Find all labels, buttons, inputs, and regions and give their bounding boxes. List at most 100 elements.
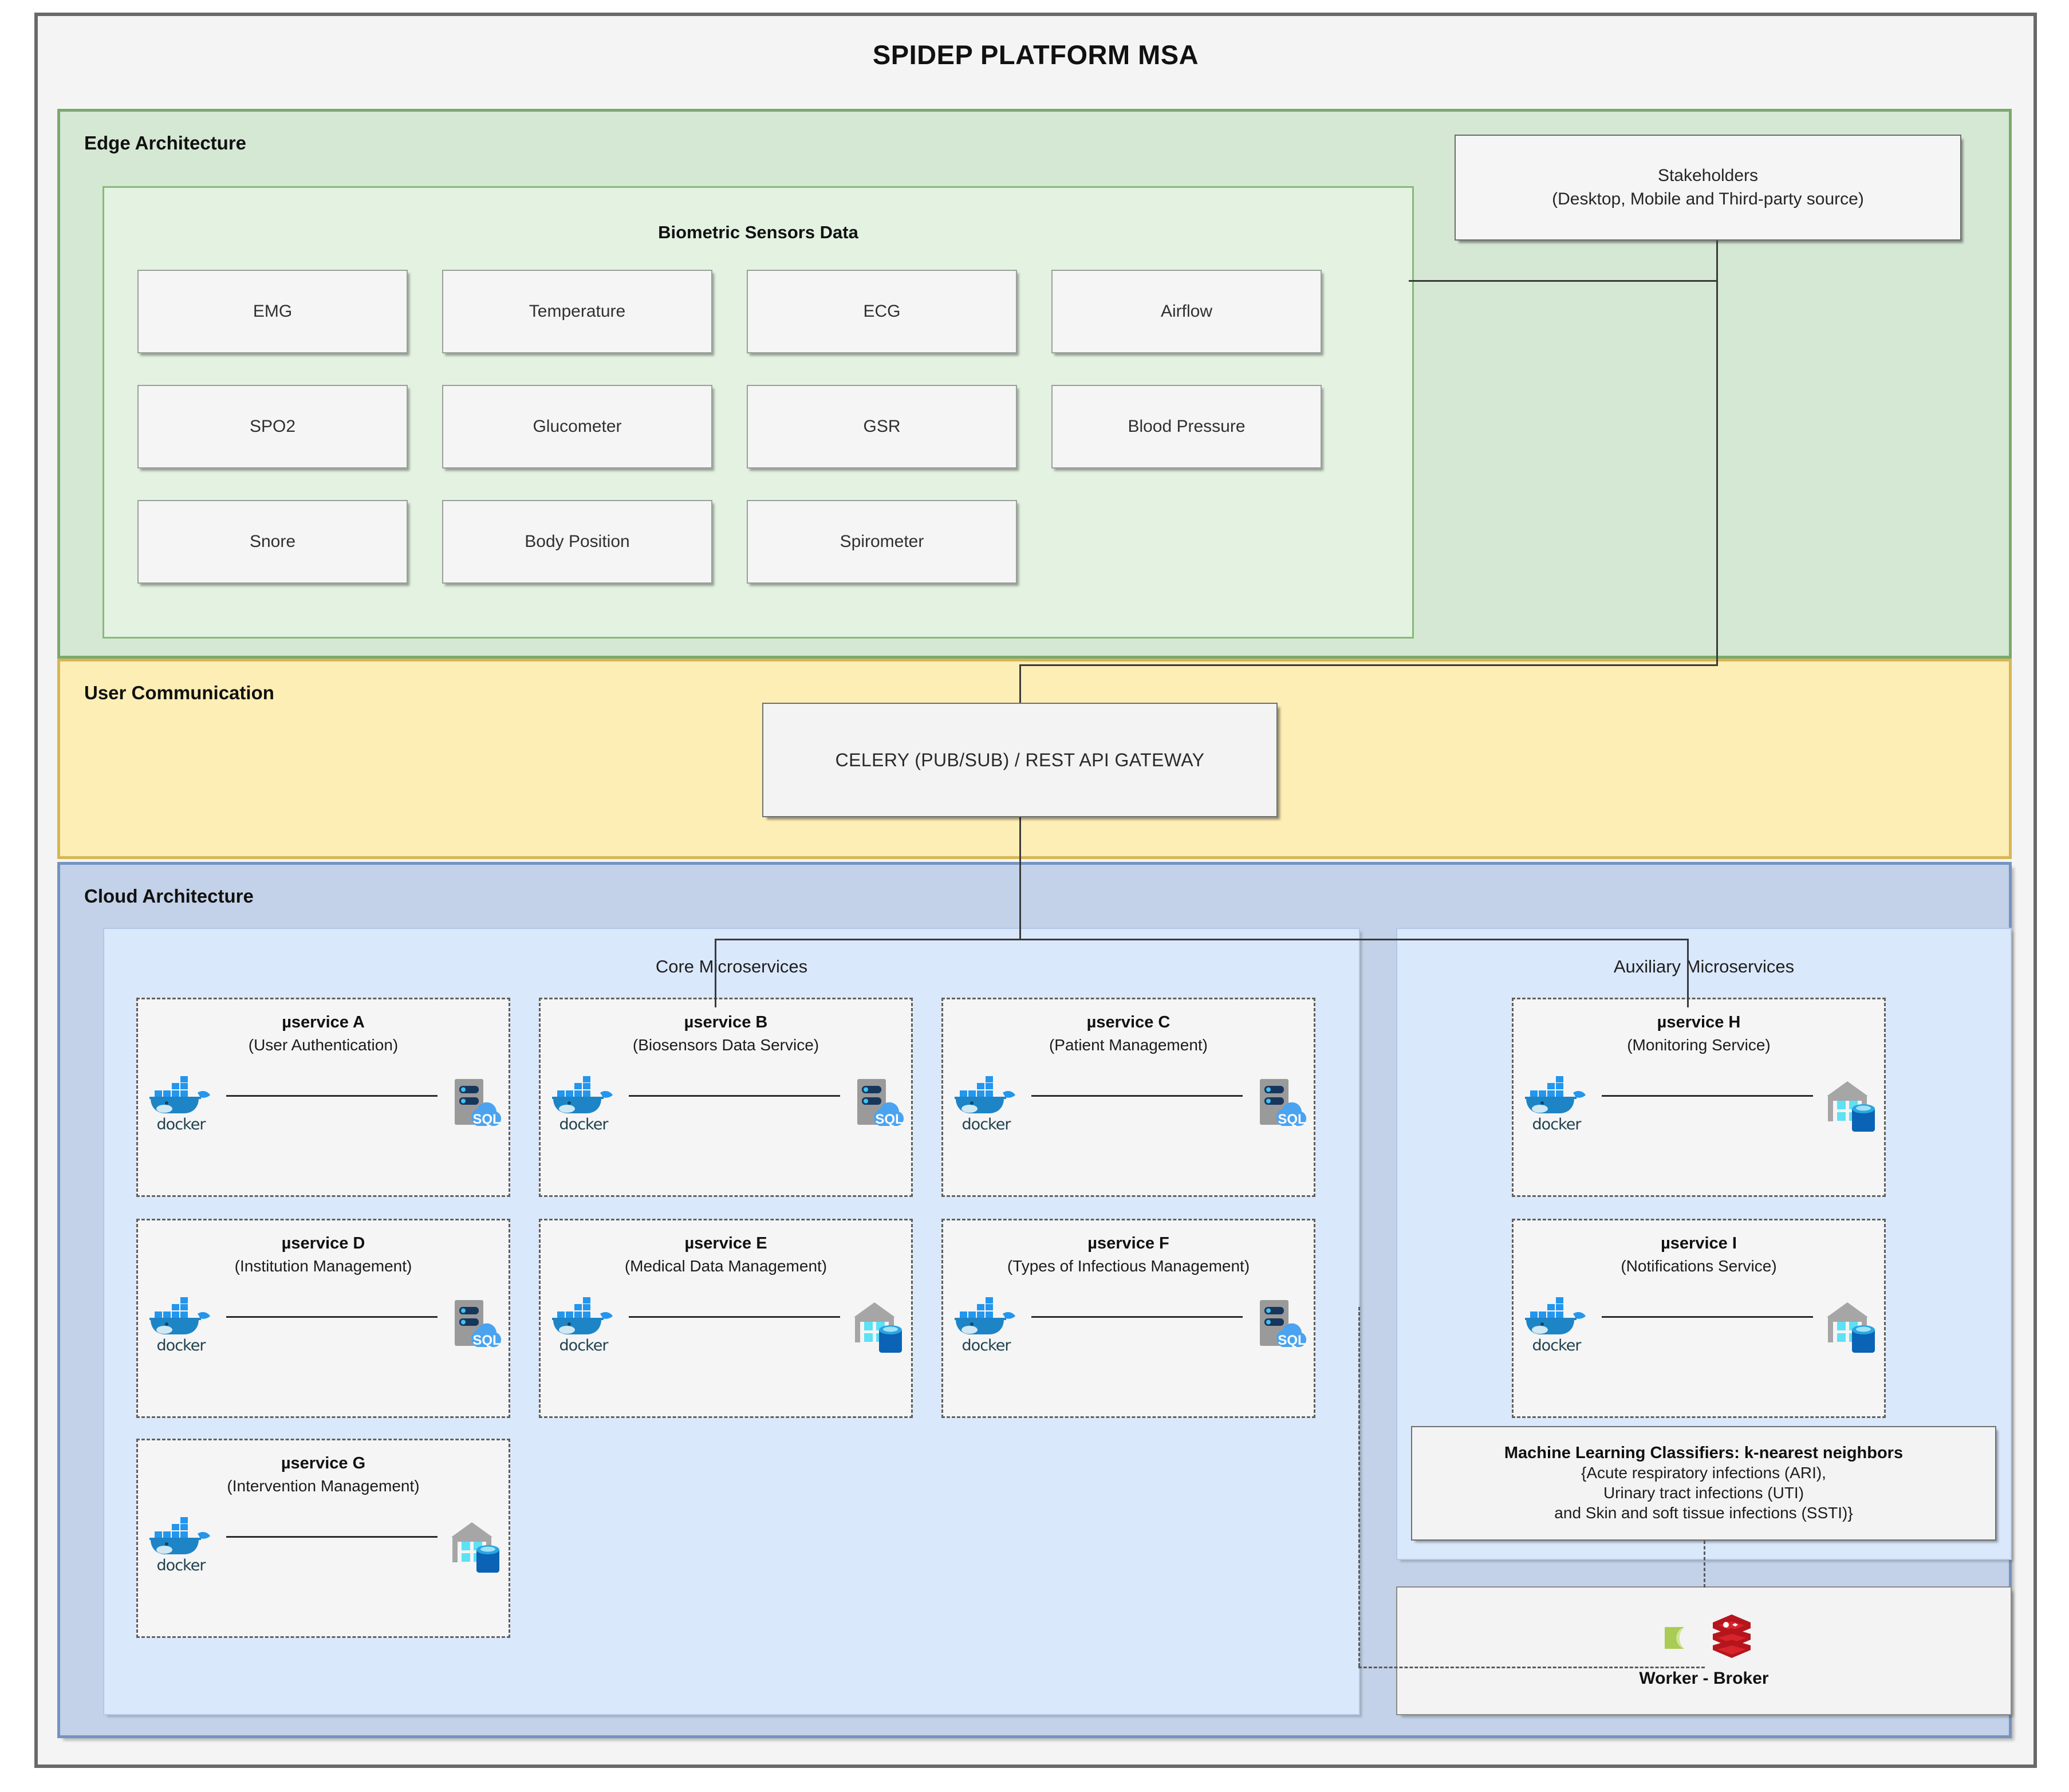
svg-text:SQL: SQL [472, 1333, 500, 1348]
microservice-subtitle: (Monitoring Service) [1627, 1036, 1771, 1054]
sensor-box[interactable]: Snore [137, 500, 408, 584]
microservice-card-b[interactable]: µservice B (Biosensors Data Service) [539, 998, 913, 1197]
microservice-name: µservice E [684, 1234, 767, 1253]
microservice-icons: docker [541, 1288, 911, 1362]
sensor-box[interactable]: Spirometer [747, 500, 1017, 584]
celery-logo-icon [1657, 1616, 1701, 1663]
microservice-icons: docker [1514, 1288, 1884, 1362]
ml-classifiers-title: Machine Learning Classifiers: k-nearest … [1504, 1444, 1904, 1462]
data-warehouse-icon [1815, 1298, 1884, 1353]
sensor-box[interactable]: Glucometer [442, 385, 712, 468]
sql-database-server-icon: SQL [440, 1077, 509, 1132]
ml-classifiers-line-2: Urinary tract infections (UTI) [1603, 1484, 1804, 1502]
svg-text:SQL: SQL [1278, 1333, 1306, 1348]
sql-database-server-icon: SQL [842, 1077, 911, 1132]
ml-classifiers-node[interactable]: Machine Learning Classifiers: k-nearest … [1411, 1426, 1996, 1541]
connection-line [226, 1535, 438, 1538]
microservice-subtitle: (User Authentication) [248, 1036, 399, 1054]
sql-database-server-icon: SQL [440, 1298, 509, 1353]
microservice-icons: docker [1514, 1067, 1884, 1141]
microservice-card-e[interactable]: µservice E (Medical Data Management) [539, 1219, 913, 1418]
gateway-inlet-connector [1019, 664, 1021, 704]
microservice-icons: docker SQL [138, 1067, 509, 1141]
docker-whale-icon: docker [1514, 1297, 1599, 1354]
docker-whale-icon: docker [943, 1297, 1029, 1354]
edge-to-stakeholders-connector-h [1409, 280, 1718, 282]
microservice-card-h[interactable]: µservice H (Monitoring Service) [1512, 998, 1886, 1197]
connection-line [226, 1316, 438, 1318]
microservice-name: µservice I [1661, 1234, 1737, 1253]
core-microservices-title: Core Microservices [655, 956, 808, 976]
microservice-subtitle: (Patient Management) [1049, 1036, 1208, 1054]
docker-label: docker [156, 1115, 206, 1133]
docker-whale-icon: docker [943, 1076, 1029, 1133]
stakeholders-subtitle: (Desktop, Mobile and Third-party source) [1552, 189, 1864, 208]
docker-label: docker [1532, 1336, 1582, 1354]
microservice-name: µservice G [281, 1454, 366, 1472]
microservice-name: µservice F [1087, 1234, 1169, 1253]
gateway-to-cloud-connector-v [1019, 817, 1021, 940]
sensor-box[interactable]: Temperature [442, 270, 712, 353]
connection-line [1031, 1316, 1243, 1318]
stakeholders-title: Stakeholders [1657, 166, 1759, 185]
microservice-subtitle: (Medical Data Management) [624, 1257, 827, 1275]
auxiliary-microservices-title: Auxiliary Microservices [1613, 956, 1795, 976]
microservice-card-a[interactable]: µservice A (User Authentication) [136, 998, 510, 1197]
worker-broker-node[interactable]: Worker - Broker [1396, 1586, 2012, 1715]
sql-database-server-icon: SQL [1245, 1298, 1314, 1353]
docker-label: docker [961, 1115, 1011, 1133]
edge-architecture-band: Edge Architecture Biometric Sensors Data… [57, 109, 2012, 659]
microservice-name: µservice A [282, 1013, 365, 1031]
connection-line [226, 1094, 438, 1097]
microservice-name: µservice H [1657, 1013, 1741, 1031]
sensor-box[interactable]: GSR [747, 385, 1017, 468]
core-branch-connector [715, 939, 716, 1007]
stakeholders-to-gateway-connector-v [1716, 241, 1718, 665]
redis-logo-icon [1712, 1613, 1752, 1665]
microservice-subtitle: (Intervention Management) [227, 1477, 420, 1495]
data-warehouse-icon [440, 1518, 509, 1573]
docker-label: docker [961, 1336, 1011, 1354]
microservice-card-g[interactable]: µservice G (Intervention Management) [136, 1439, 510, 1638]
microservice-subtitle: (Types of Infectious Management) [1007, 1257, 1250, 1275]
sensor-box[interactable]: Blood Pressure [1051, 385, 1322, 468]
stakeholders-node[interactable]: Stakeholders (Desktop, Mobile and Third-… [1455, 135, 1961, 241]
docker-label: docker [1532, 1115, 1582, 1133]
cloud-architecture-label: Cloud Architecture [84, 885, 254, 907]
worker-broker-icons [1657, 1613, 1752, 1665]
core-to-worker-dotted-connector-v [1358, 1307, 1360, 1667]
microservice-card-c[interactable]: µservice C (Patient Management) [941, 998, 1315, 1197]
worker-broker-label: Worker - Broker [1639, 1669, 1769, 1688]
edge-architecture-label: Edge Architecture [84, 132, 247, 153]
microservice-card-i[interactable]: µservice I (Notifications Service) [1512, 1219, 1886, 1418]
data-warehouse-icon [1815, 1077, 1884, 1132]
connection-line [1602, 1094, 1813, 1097]
core-to-worker-dotted-connector-h [1358, 1667, 1705, 1668]
microservice-card-f[interactable]: µservice F (Types of Infectious Manageme… [941, 1219, 1315, 1418]
microservice-icons: docker [138, 1508, 509, 1582]
docker-whale-icon: docker [541, 1297, 626, 1354]
docker-label: docker [559, 1115, 609, 1133]
microservice-name: µservice C [1086, 1013, 1171, 1031]
stakeholders-to-gateway-connector-h [1019, 664, 1718, 666]
sensor-box[interactable]: ECG [747, 270, 1017, 353]
connection-line [629, 1316, 840, 1318]
microservice-icons: docker SQL [138, 1288, 509, 1362]
sensor-box[interactable]: SPO2 [137, 385, 408, 468]
sensor-box[interactable]: Airflow [1051, 270, 1322, 353]
sensor-box[interactable]: EMG [137, 270, 408, 353]
user-communication-label: User Communication [84, 682, 274, 703]
microservice-name: µservice D [281, 1234, 365, 1253]
biometric-sensors-panel: Biometric Sensors Data EMG Temperature E… [103, 186, 1414, 639]
docker-label: docker [156, 1336, 206, 1354]
microservice-card-d[interactable]: µservice D (Institution Management) [136, 1219, 510, 1418]
microservice-subtitle: (Institution Management) [234, 1257, 412, 1275]
sensor-box[interactable]: Body Position [442, 500, 712, 584]
aux-branch-connector [1687, 939, 1689, 1007]
api-gateway-node[interactable]: CELERY (PUB/SUB) / REST API GATEWAY [762, 703, 1278, 817]
svg-text:SQL: SQL [1278, 1112, 1306, 1127]
ml-classifiers-line-1: {Acute respiratory infections (ARI), [1581, 1464, 1826, 1482]
microservice-subtitle: (Notifications Service) [1621, 1257, 1777, 1275]
docker-label: docker [559, 1336, 609, 1354]
